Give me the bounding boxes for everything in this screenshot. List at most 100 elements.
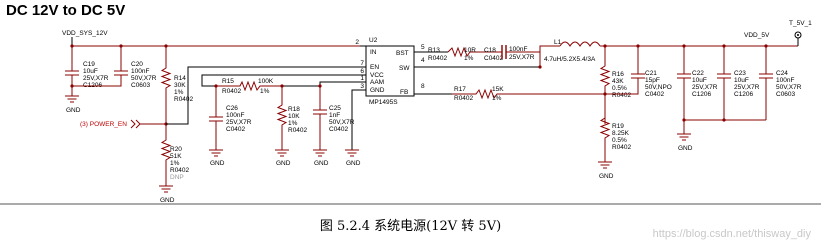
net-label-vdd-sys-12v: VDD_SYS_12V	[62, 30, 108, 37]
r14-package: R0402	[174, 96, 194, 103]
inductor-l1	[559, 41, 798, 47]
junction	[70, 84, 74, 88]
c23-value: 10uF	[734, 77, 749, 84]
r17-value: 15K	[492, 86, 504, 93]
r19-tol: 0.5%	[612, 137, 627, 144]
c21-ref: C21	[645, 70, 657, 77]
c22-rating: 25V,X7R	[692, 84, 718, 91]
pin-name: SW	[399, 65, 410, 72]
pin-number: 2	[355, 39, 359, 46]
c25-value: 1nF	[329, 112, 340, 119]
r17-package: R0402	[454, 95, 474, 102]
c25-rating: 50V,X7R	[329, 119, 355, 126]
r20-package: R0402	[170, 167, 190, 174]
vcc-wire	[201, 74, 366, 87]
l1-value: 4.7uH/5.2X5.4/3A	[544, 56, 596, 63]
gnd-symbol-r18	[275, 149, 289, 157]
c25-ref: C25	[329, 105, 341, 112]
c26-value: 100nF	[226, 112, 244, 119]
r15-ref: R15	[222, 78, 234, 85]
pin-name: VCC	[370, 72, 384, 79]
schematic: DC 12V to DC 5V VDD_SYS_12V C19 10uF 25V…	[0, 2, 821, 205]
r20-ref: R20	[170, 146, 182, 153]
ic-u2-body	[365, 45, 415, 97]
c24-ref: C24	[776, 70, 788, 77]
gnd-label: GND	[346, 160, 361, 167]
pin-number: 8	[421, 83, 425, 90]
resistor-r16	[599, 46, 611, 124]
c26-package: C0402	[226, 126, 246, 133]
capacitor-c24	[759, 46, 773, 120]
gnd-label: GND	[66, 107, 81, 114]
figure-caption: 图 5.2.4 系统电源(12V 转 5V)	[319, 219, 502, 234]
gnd-symbol-c25	[313, 149, 327, 157]
resistor-r15	[216, 80, 282, 92]
gnd-label: GND	[160, 197, 175, 204]
r14-value: 30K	[174, 82, 186, 89]
resistor-r19	[599, 94, 611, 162]
r20-dnp-note: DNP	[170, 174, 184, 181]
gnd-label: GND	[276, 160, 291, 167]
pin-name: IN	[370, 49, 377, 56]
r16-ref: R16	[612, 71, 624, 78]
c23-rating: 25V,X7R	[734, 84, 760, 91]
capacitor-c19	[65, 46, 79, 96]
r16-tol: 0.5%	[612, 85, 627, 92]
c26-ref: C26	[226, 105, 238, 112]
c24-rating: 50V,X7R	[776, 84, 802, 91]
gnd-symbol-r19	[598, 161, 612, 169]
l1-ref: L1	[554, 39, 562, 46]
r19-package: R0402	[612, 144, 632, 151]
c26-rating: 25V,X7R	[226, 119, 252, 126]
r20-value: 51K	[170, 153, 182, 160]
capacitor-c20	[72, 46, 128, 87]
c20-rating: 50V,X7R	[131, 75, 157, 82]
c22-value: 10uF	[692, 77, 707, 84]
schematic-title: DC 12V to DC 5V	[6, 2, 125, 19]
c18-rating: 25V,X7R	[509, 54, 535, 61]
c21-rating: 50V,NPO	[645, 84, 672, 91]
c25-package: C0402	[329, 126, 349, 133]
c21-package: C0402	[645, 91, 665, 98]
pin-number: 5	[421, 44, 425, 51]
pin-number: 4	[421, 57, 425, 64]
r15-package: R0402	[222, 88, 242, 95]
c18-package: C0402	[484, 55, 504, 62]
ic-gnd-wire	[351, 89, 366, 150]
c18-ref: C18	[484, 47, 496, 54]
gnd-label: GND	[599, 173, 614, 180]
pin-number: 3	[360, 83, 364, 90]
r19-value: 8.25K	[612, 130, 630, 137]
r17-ref: R17	[454, 86, 466, 93]
capacitor-c26	[209, 86, 223, 150]
pin-name: BST	[396, 50, 409, 57]
gnd-symbol-c26	[209, 149, 223, 157]
r20-tol: 1%	[170, 160, 180, 167]
c18-value: 100nF	[509, 46, 527, 53]
pin-name: FB	[400, 89, 408, 96]
gnd-symbol-ic	[345, 149, 359, 157]
r15-tol: 1%	[260, 88, 270, 95]
c24-value: 100nF	[776, 77, 794, 84]
capacitor-c21	[605, 46, 645, 95]
en-wire	[166, 66, 366, 125]
pin-name: GND	[370, 87, 385, 94]
ic-ref: U2	[369, 37, 378, 44]
pin-number: 6	[360, 68, 364, 75]
net-label-power-en: (3) POWER_EN	[80, 121, 127, 128]
c20-value: 100nF	[131, 68, 149, 75]
r18-tol: 1%	[288, 120, 298, 127]
gnd-symbol-output	[677, 133, 691, 141]
r15-value: 100K	[258, 78, 274, 85]
resistor-r14	[160, 46, 172, 124]
testpoint-center	[797, 34, 799, 36]
r14-tol: 1%	[174, 89, 184, 96]
r13-package: R0402	[428, 55, 448, 62]
resistor-r20	[160, 124, 172, 186]
c21-value: 15pF	[645, 77, 660, 84]
gnd-symbol-input	[65, 95, 79, 103]
c20-ref: C20	[131, 61, 143, 68]
pin-name: AAM	[370, 79, 384, 86]
junction	[682, 118, 686, 122]
aam-wire	[319, 81, 366, 86]
